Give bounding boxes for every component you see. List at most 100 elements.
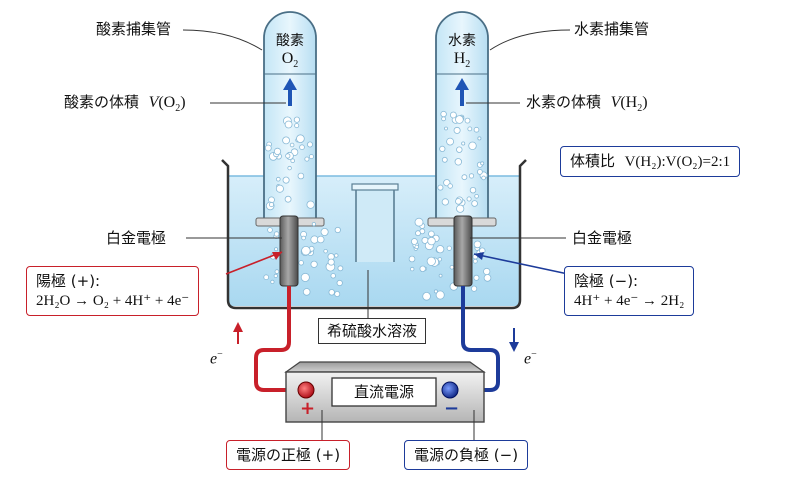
gas-rising-arrow-left bbox=[283, 78, 297, 106]
bubble bbox=[298, 260, 304, 266]
bubble bbox=[274, 247, 279, 252]
bubble bbox=[410, 266, 415, 272]
bubble bbox=[297, 172, 305, 180]
electron-label-right: e− bbox=[524, 349, 537, 368]
electron-arrow-right bbox=[509, 328, 519, 352]
bubble bbox=[422, 291, 431, 301]
bubble bbox=[301, 235, 306, 241]
bubble bbox=[268, 202, 274, 208]
bubble bbox=[453, 126, 461, 134]
bubble bbox=[464, 117, 471, 124]
bubble bbox=[444, 126, 448, 131]
anode-electrode bbox=[279, 215, 299, 287]
bubble bbox=[438, 273, 443, 278]
bubble bbox=[455, 115, 464, 124]
bubble bbox=[323, 248, 328, 254]
electrode-label-left: 白金電極 bbox=[106, 229, 167, 247]
bubble bbox=[426, 256, 436, 266]
bubble bbox=[410, 238, 418, 245]
bubble bbox=[414, 217, 424, 227]
power-supply-label: 直流電源 bbox=[353, 383, 414, 401]
bubble bbox=[310, 260, 318, 268]
bubble bbox=[270, 279, 275, 284]
bubble bbox=[334, 253, 339, 258]
bubble bbox=[473, 127, 480, 133]
cathode-electrode bbox=[453, 215, 473, 287]
bubble bbox=[308, 154, 314, 160]
bubble bbox=[454, 158, 462, 166]
bubble bbox=[449, 264, 455, 270]
bubble bbox=[302, 288, 311, 296]
bubble bbox=[461, 174, 468, 181]
bubble bbox=[316, 235, 325, 244]
bubble bbox=[300, 272, 310, 282]
bubble bbox=[299, 144, 305, 151]
bubble bbox=[274, 269, 280, 274]
bubble bbox=[480, 161, 485, 166]
bubble bbox=[320, 227, 329, 236]
bubble bbox=[282, 176, 290, 184]
bubble bbox=[296, 134, 305, 144]
bubble bbox=[483, 274, 492, 282]
bubble bbox=[433, 289, 438, 294]
bubble bbox=[481, 175, 486, 181]
bubble bbox=[408, 255, 416, 263]
bubble bbox=[263, 274, 270, 281]
bubble bbox=[284, 120, 293, 129]
anode-pointer bbox=[225, 251, 283, 275]
bubble bbox=[284, 195, 292, 203]
bubble bbox=[437, 184, 444, 191]
bubble bbox=[483, 267, 491, 276]
bubble bbox=[275, 176, 281, 182]
bubble bbox=[446, 245, 452, 251]
bubble bbox=[264, 144, 272, 152]
anode-reaction-box: 陽極 (+): 2H₂O → O₂ + 4H⁺ + 4e⁻ bbox=[26, 266, 200, 316]
bubble bbox=[330, 273, 336, 279]
electron-arrow-left bbox=[233, 322, 243, 344]
negative-terminal-knob bbox=[441, 381, 459, 399]
bubble bbox=[327, 258, 335, 266]
bubble bbox=[328, 289, 335, 296]
bubble bbox=[476, 168, 483, 175]
volume-ratio-box: 体積比 V(H₂):V(O₂)=2:1 bbox=[560, 146, 741, 177]
bubble bbox=[441, 116, 447, 122]
bubble bbox=[301, 245, 311, 256]
bubble bbox=[469, 186, 477, 194]
beaker-divider bbox=[355, 187, 395, 262]
cathode-reaction-box: 陰極 (−): 4H⁺ + 4e⁻ → 2H₂ bbox=[564, 266, 695, 316]
bubble bbox=[275, 184, 284, 193]
anode-title: 陽極 (+): bbox=[36, 272, 101, 290]
bubble bbox=[474, 194, 479, 199]
cathode-wire bbox=[456, 286, 500, 392]
bubble bbox=[427, 236, 436, 246]
bubble bbox=[461, 141, 466, 146]
bubble bbox=[456, 204, 465, 213]
bubble bbox=[470, 285, 478, 292]
bubble bbox=[419, 265, 426, 272]
bubble bbox=[477, 136, 482, 141]
bubble bbox=[439, 145, 446, 152]
bubble bbox=[334, 226, 341, 234]
bubble bbox=[428, 230, 435, 238]
negative-terminal-label: 電源の負極 (−) bbox=[404, 440, 529, 470]
bubble bbox=[441, 156, 448, 163]
electrode-label-right: 白金電極 bbox=[572, 229, 633, 247]
bubble bbox=[306, 141, 313, 148]
bubble bbox=[447, 183, 453, 189]
bubble bbox=[290, 158, 296, 164]
dc-power-supply bbox=[284, 361, 486, 423]
cathode-pointer bbox=[473, 252, 569, 275]
bubble bbox=[337, 265, 344, 272]
bubble bbox=[441, 198, 449, 206]
anode-reaction: 2H₂O → O₂ + 4H⁺ + 4e⁻ bbox=[36, 293, 190, 309]
bubble bbox=[456, 146, 463, 153]
bubble bbox=[273, 231, 280, 237]
cathode-title: 陰極 (−): bbox=[574, 272, 639, 290]
bubble bbox=[466, 196, 472, 202]
bubble bbox=[473, 240, 482, 249]
bubble bbox=[436, 245, 445, 254]
bubble bbox=[282, 136, 291, 145]
gas-rising-arrow-right bbox=[455, 78, 469, 106]
bubble bbox=[455, 198, 462, 205]
